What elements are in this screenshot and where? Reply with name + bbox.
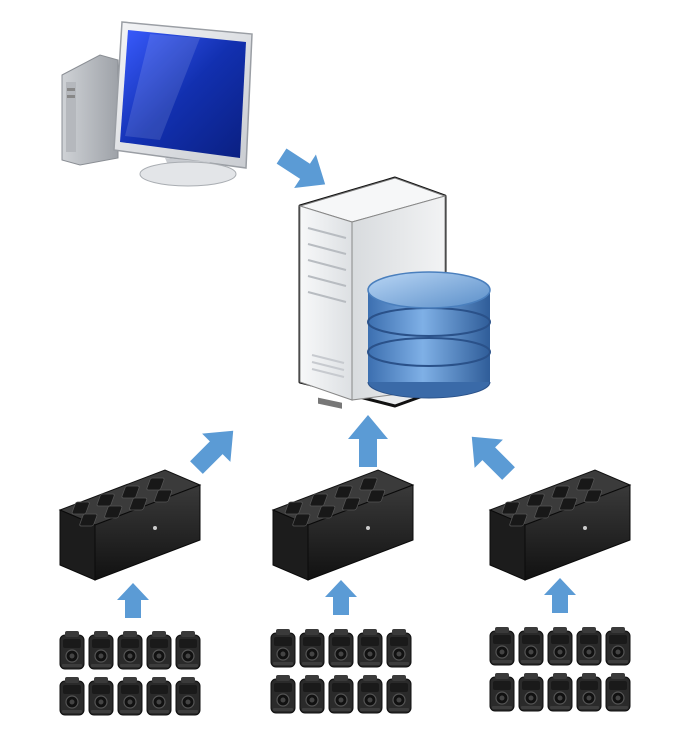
body-camera-icon [518, 672, 544, 712]
body-camera-icon [146, 676, 172, 716]
arrow-cameras-right-to-dock [544, 578, 576, 613]
arrow-dock-left-to-server [190, 430, 234, 474]
server-database-icon [298, 176, 491, 409]
body-camera-icon [175, 630, 201, 670]
body-camera-icon [605, 626, 631, 666]
cameras-left-group [59, 630, 201, 716]
arrow-computer-to-server [276, 148, 326, 189]
arrow-dock-center-to-server [348, 415, 388, 467]
body-camera-icon [299, 628, 325, 668]
body-camera-icon [386, 674, 412, 714]
body-camera-icon [59, 630, 85, 670]
docking-station-icon [59, 469, 201, 581]
body-camera-icon [175, 676, 201, 716]
arrow-cameras-left-to-dock [117, 583, 149, 618]
docking-station-icon [272, 469, 414, 581]
body-camera-icon [117, 630, 143, 670]
body-camera-icon [357, 628, 383, 668]
body-camera-icon [270, 628, 296, 668]
body-camera-icon [88, 630, 114, 670]
body-camera-icon [576, 626, 602, 666]
body-camera-icon [489, 672, 515, 712]
body-camera-icon [270, 674, 296, 714]
body-camera-icon [547, 626, 573, 666]
arrow-cameras-center-to-dock [325, 580, 357, 615]
body-camera-icon [576, 672, 602, 712]
docking-station-icon [489, 469, 631, 581]
body-camera-icon [518, 626, 544, 666]
body-camera-icon [88, 676, 114, 716]
cameras-center-group [270, 628, 412, 714]
cameras-right-group [489, 626, 631, 712]
body-camera-icon [328, 674, 354, 714]
body-camera-icon [605, 672, 631, 712]
body-camera-icon [489, 626, 515, 666]
body-camera-icon [357, 674, 383, 714]
desktop-computer-icon [61, 21, 253, 187]
body-camera-icon [299, 674, 325, 714]
body-camera-icon [386, 628, 412, 668]
arrow-dock-right-to-server [471, 436, 515, 480]
body-camera-icon [59, 676, 85, 716]
body-camera-icon [547, 672, 573, 712]
body-camera-icon [328, 628, 354, 668]
body-camera-icon [146, 630, 172, 670]
body-camera-icon [117, 676, 143, 716]
